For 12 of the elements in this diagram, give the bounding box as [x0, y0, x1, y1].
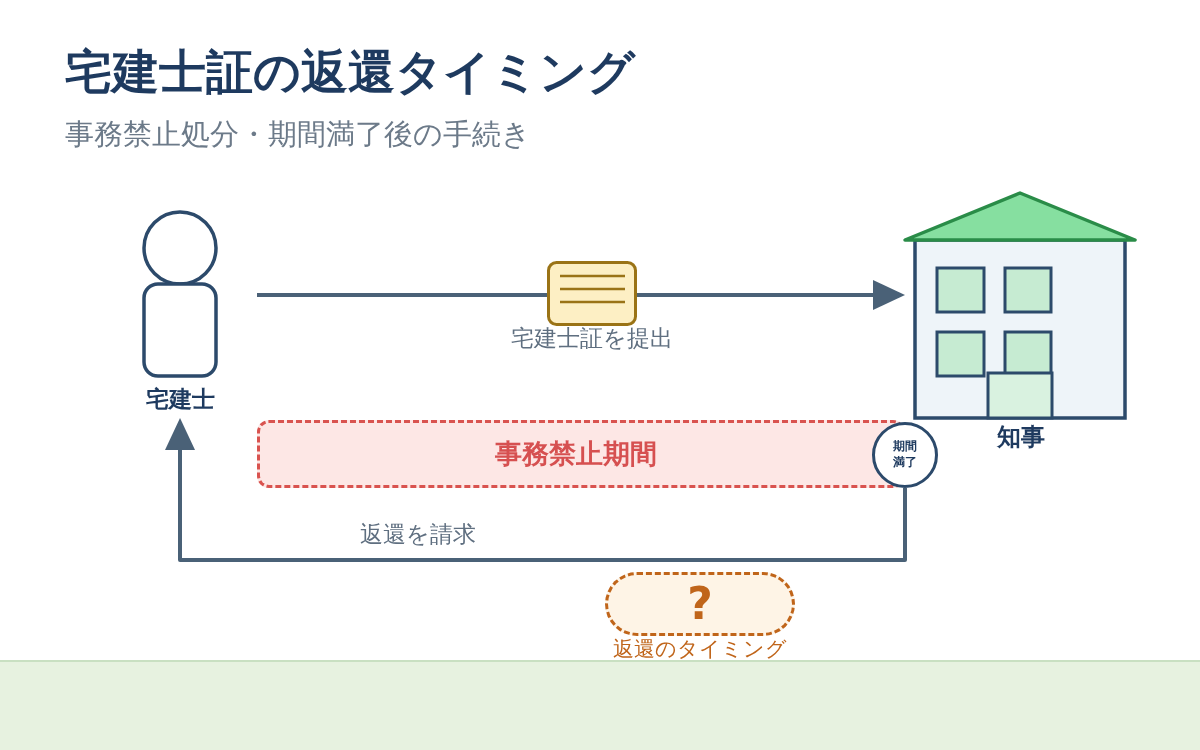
node-caption: 返還のタイミング: [613, 638, 787, 661]
edge-label: 返還を請求: [360, 521, 476, 549]
node-label: 宅建士: [145, 386, 215, 413]
title: 宅建士証の返還タイミング: [65, 44, 635, 101]
question-mark: ?: [687, 582, 713, 626]
arrow: [165, 418, 907, 562]
event-circle: [872, 422, 938, 488]
node-label: 知事: [997, 424, 1045, 452]
edge-label: 宅建士証を提出: [511, 325, 673, 353]
circle-label: 期間満了: [893, 439, 917, 471]
subtitle: 事務禁止処分・期間満了後の手続き: [65, 117, 531, 152]
band-label: 事務禁止期間: [495, 437, 657, 471]
